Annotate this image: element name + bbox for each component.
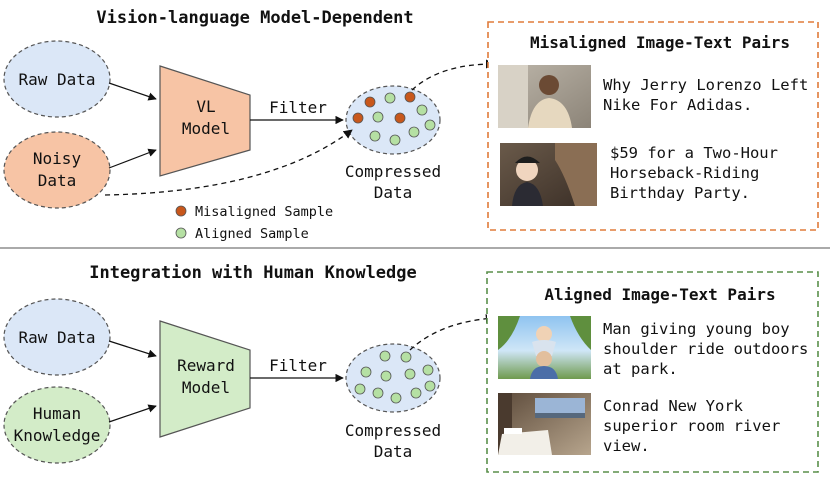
aligned-dot: [372, 387, 384, 399]
aligned-panel-title: Aligned Image-Text Pairs: [544, 285, 775, 304]
filter-label-top: Filter: [269, 98, 327, 117]
compressed-label-top-2: Data: [374, 183, 413, 202]
aligned-caption-2-line-1: Conrad New York: [603, 397, 744, 415]
aligned-dot: [400, 351, 412, 363]
noisy-data-label-1: Noisy: [33, 149, 82, 168]
legend-misaligned-label: Misaligned Sample: [195, 204, 333, 220]
misaligned-caption-1-line-2: Nike For Adidas.: [603, 96, 752, 114]
vl-model-label-1: VL: [196, 97, 215, 116]
photo-man-hoodie: [498, 65, 591, 128]
aligned-caption-2-line-3: view.: [603, 437, 650, 455]
aligned-dot: [408, 126, 420, 138]
arrow-noisy-to-vl: [108, 148, 157, 169]
human-knowledge-label-1: Human: [33, 404, 81, 423]
human-knowledge-label-2: Knowledge: [14, 426, 101, 445]
compressed-label-bottom-2: Data: [374, 442, 413, 461]
misaligned-caption-1-line-1: Why Jerry Lorenzo Left: [603, 76, 808, 94]
legend-aligned-label: Aligned Sample: [195, 226, 309, 242]
aligned-dot: [404, 368, 416, 380]
aligned-dot: [424, 380, 436, 392]
aligned-dot: [422, 364, 434, 376]
dashed-arrow-to-aligned-panel: [409, 314, 495, 351]
arrow-human-to-reward: [108, 404, 157, 423]
compressed-data-node-bottom: [345, 343, 441, 413]
noisy-data-label-2: Data: [38, 171, 77, 190]
arrow-raw-to-vl: [108, 82, 157, 101]
reward-model-node: Reward Model: [159, 320, 251, 438]
photo-shoulder-ride: [498, 316, 591, 379]
aligned-dot: [416, 104, 428, 116]
aligned-pairs-panel: Aligned Image-Text Pairs Man giving youn…: [486, 271, 819, 473]
aligned-caption-1-line-3: at park.: [603, 360, 678, 378]
misaligned-pairs-panel: Misaligned Image-Text Pairs Why Jerry Lo…: [487, 21, 819, 231]
noisy-data-node: Noisy Data: [3, 131, 111, 209]
dashed-arrow-noisy-to-compressed: [104, 129, 353, 196]
misaligned-dot: [364, 96, 376, 108]
aligned-dot: [354, 383, 366, 395]
aligned-dot: [424, 119, 436, 131]
arrow-raw-to-reward: [108, 340, 157, 358]
aligned-caption-2-line-2: superior room river: [603, 417, 780, 435]
aligned-dot: [384, 92, 396, 104]
compressed-label-top-1: Compressed: [345, 162, 441, 181]
aligned-caption-1-line-1: Man giving young boy: [603, 320, 790, 338]
raw-data-label-bottom: Raw Data: [18, 328, 95, 347]
misaligned-caption-2-line-2: Horseback-Riding: [610, 164, 759, 182]
aligned-caption-1-line-2: shoulder ride outdoors: [603, 340, 808, 358]
misaligned-dot: [394, 112, 406, 124]
aligned-dot: [389, 134, 401, 146]
aligned-dot: [390, 392, 402, 404]
misaligned-caption-2-line-1: $59 for a Two-Hour: [610, 144, 778, 162]
misaligned-dot: [404, 91, 416, 103]
misaligned-caption-2-line-3: Birthday Party.: [610, 184, 750, 202]
vl-model-label-2: Model: [182, 119, 230, 138]
legend: Misaligned Sample Aligned Sample: [175, 204, 333, 242]
raw-data-label-top: Raw Data: [18, 70, 95, 89]
vl-model-node: VL Model: [159, 65, 251, 177]
dashed-arrow-to-misaligned-panel: [411, 59, 495, 91]
reward-model-label-1: Reward: [177, 356, 235, 375]
aligned-dot: [380, 370, 392, 382]
section-title-top: Vision-language Model-Dependent: [96, 8, 413, 28]
compressed-label-bottom-1: Compressed: [345, 421, 441, 440]
raw-data-node-bottom: Raw Data: [3, 298, 111, 376]
aligned-dot: [410, 387, 422, 399]
reward-model-label-2: Model: [182, 378, 230, 397]
misaligned-dot: [352, 112, 364, 124]
raw-data-node-top: Raw Data: [3, 40, 111, 118]
aligned-dot: [372, 111, 384, 123]
section-title-bottom: Integration with Human Knowledge: [89, 263, 417, 283]
aligned-dot: [360, 366, 372, 378]
photo-girl-horse: [500, 143, 597, 206]
human-knowledge-node: Human Knowledge: [3, 386, 111, 464]
aligned-dot: [369, 130, 381, 142]
misaligned-panel-title: Misaligned Image-Text Pairs: [530, 33, 790, 52]
aligned-dot: [379, 350, 391, 362]
legend-misaligned-marker: [175, 205, 187, 217]
legend-aligned-marker: [175, 227, 187, 239]
filter-label-bottom: Filter: [269, 356, 327, 375]
photo-hotel-room: [498, 393, 591, 455]
compressed-data-node-top: [345, 85, 441, 155]
